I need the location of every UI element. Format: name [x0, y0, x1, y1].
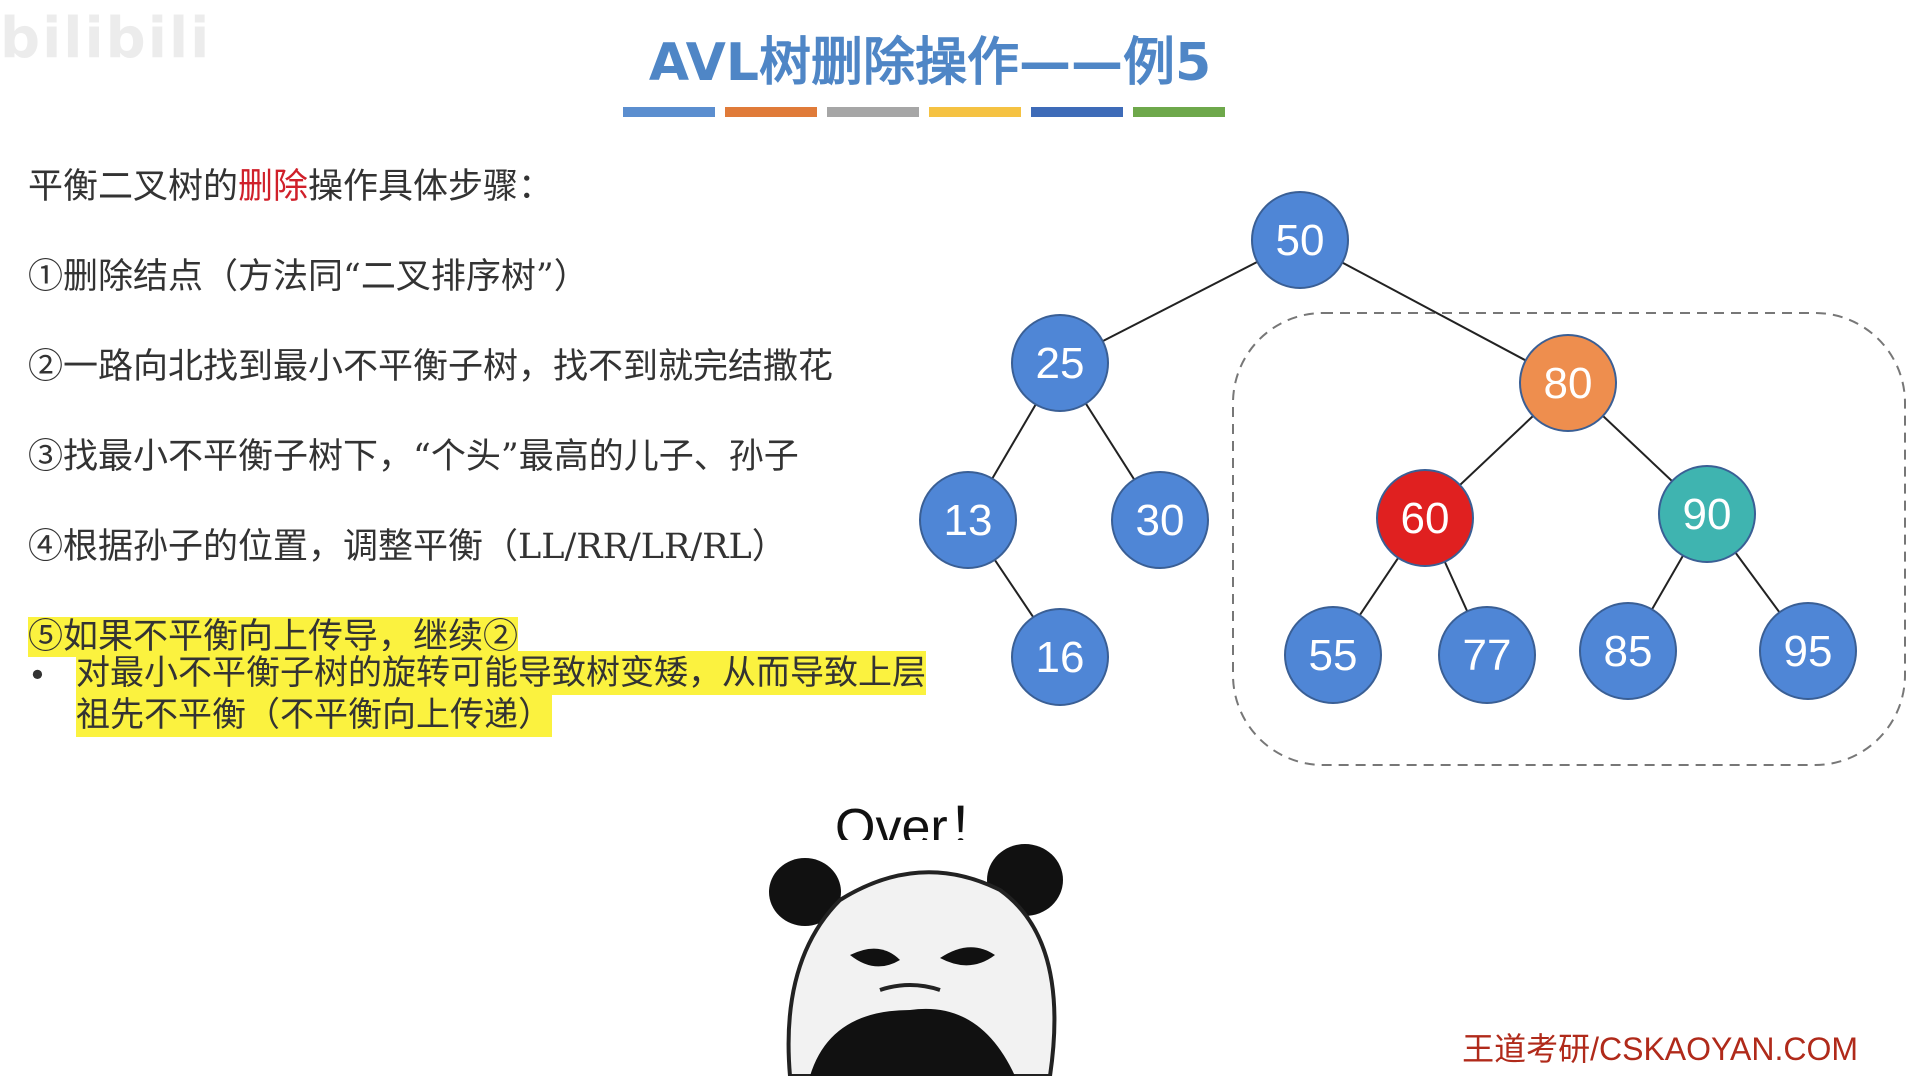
tree-node-label: 55 [1309, 631, 1358, 680]
tree-node-13: 13 [920, 472, 1016, 568]
tree-node-25: 25 [1012, 315, 1108, 411]
tree-node-50: 50 [1252, 192, 1348, 288]
tree-node-85: 85 [1580, 603, 1676, 699]
tree-edges [968, 240, 1808, 657]
tree-node-label: 90 [1683, 490, 1732, 539]
panda-meme-image [750, 840, 1110, 1076]
tree-node-label: 85 [1604, 627, 1653, 676]
tree-node-label: 25 [1036, 339, 1085, 388]
tree-node-80: 80 [1520, 335, 1616, 431]
tree-node-label: 80 [1544, 359, 1593, 408]
footer-brand: 王道考研/CSKAOYAN.COM [1462, 1024, 1858, 1070]
tree-node-77: 77 [1439, 607, 1535, 703]
tree-node-label: 13 [944, 496, 993, 545]
tree-node-60: 60 [1377, 470, 1473, 566]
tree-node-label: 16 [1036, 633, 1085, 682]
tree-node-label: 30 [1136, 496, 1185, 545]
tree-nodes: 50 25 80 13 30 60 90 16 55 77 85 95 [920, 192, 1856, 705]
tree-node-label: 50 [1276, 216, 1325, 265]
tree-node-label: 95 [1784, 627, 1833, 676]
tree-node-30: 30 [1112, 472, 1208, 568]
tree-node-label: 77 [1463, 631, 1512, 680]
tree-node-label: 60 [1401, 494, 1450, 543]
tree-node-95: 95 [1760, 603, 1856, 699]
tree-node-16: 16 [1012, 609, 1108, 705]
tree-node-90: 90 [1659, 466, 1755, 562]
tree-node-55: 55 [1285, 607, 1381, 703]
